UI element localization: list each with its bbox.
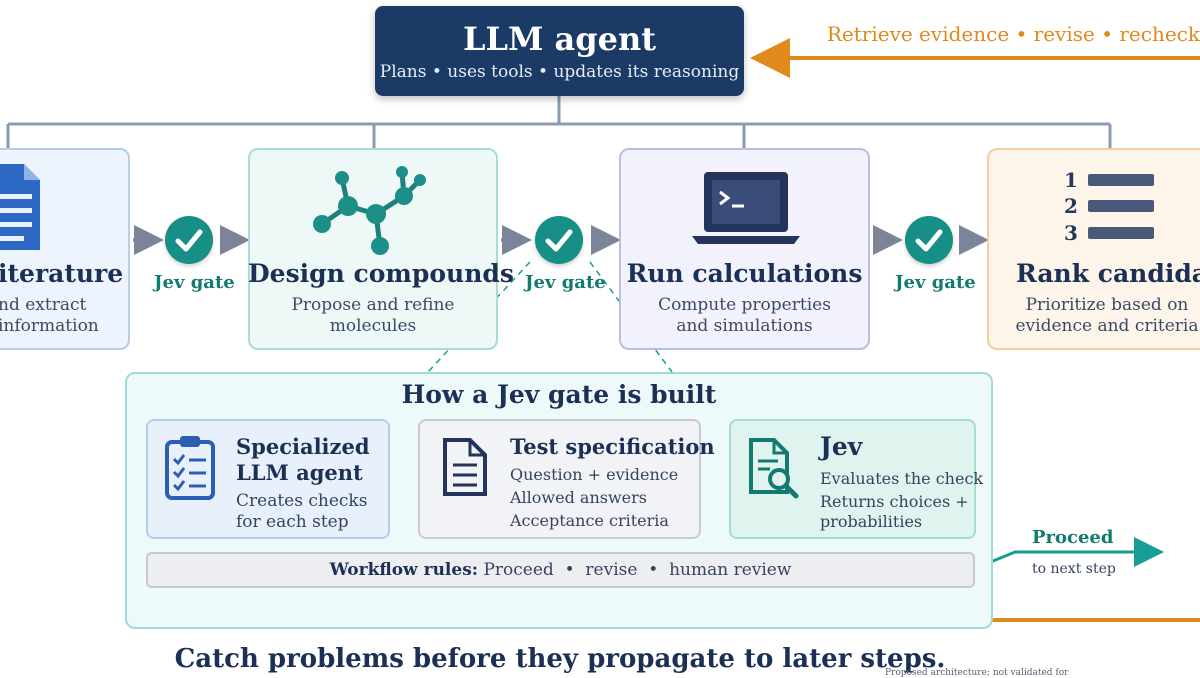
card-jev-line-1: Evaluates the check — [820, 469, 984, 488]
gate-3-label: Jev gate — [895, 272, 976, 293]
card-test-title: Test specification — [510, 434, 715, 459]
card-test-line-2: Allowed answers — [510, 488, 647, 507]
document-magnifier-icon — [748, 437, 800, 499]
gate-detail-title: How a Jev gate is built — [401, 380, 717, 409]
card-spec-title-1: Specialized — [236, 434, 370, 459]
ranked-list-icon: 1 2 3 — [1060, 168, 1160, 246]
molecule-icon — [308, 166, 428, 258]
step-calc-desc-1: Compute properties — [658, 295, 831, 315]
step-design-desc-1: Propose and refine — [291, 295, 455, 315]
rank-number-2: 2 — [1064, 194, 1078, 218]
gate-1-label: Jev gate — [154, 272, 235, 293]
proceed-label: Proceed — [1032, 527, 1114, 548]
workflow-rules-bar: Workflow rules: Proceed • revise • human… — [146, 552, 975, 588]
card-jev-line-3: probabilities — [820, 512, 923, 531]
rank-number-1: 1 — [1064, 168, 1078, 192]
step-design-desc-2: molecules — [329, 316, 417, 336]
step-literature-desc-2: information — [0, 316, 99, 336]
llm-agent-subtitle: Plans • uses tools • updates its reasoni… — [379, 62, 740, 82]
step-calc-desc-2: and simulations — [676, 316, 813, 336]
step-rank-title: Rank candidates — [1016, 259, 1200, 288]
card-test-line-3: Acceptance criteria — [510, 511, 669, 530]
document-icon — [0, 164, 44, 250]
rank-bar-1 — [1088, 174, 1154, 186]
step-literature-desc-1: nd extract — [0, 295, 87, 315]
agent-bus — [6, 96, 1112, 148]
gate-3-check-icon — [905, 216, 953, 264]
card-spec-title-2: LLM agent — [236, 460, 363, 485]
card-spec-line-2: for each step — [236, 512, 349, 532]
card-jev-title: Jev — [820, 432, 863, 461]
step-design-title: Design compounds — [248, 259, 514, 288]
step-literature-title: iterature — [0, 259, 124, 288]
step-rank-desc-2: evidence and criteria — [1015, 316, 1199, 336]
document-lines-icon — [442, 437, 488, 497]
llm-agent-box: LLM agent Plans • uses tools • updates i… — [375, 6, 744, 96]
card-jev-line-2: Returns choices + — [820, 492, 969, 511]
card-test-line-1: Question + evidence — [510, 465, 679, 484]
footnote: Proposed architecture; not validated for — [885, 668, 1069, 678]
workflow-rules-label: Workflow rules: — [329, 560, 479, 580]
laptop-terminal-icon — [690, 170, 802, 246]
clipboard-checklist-icon — [164, 434, 216, 500]
gate-2-check-icon — [535, 216, 583, 264]
workflow-rules-text: Proceed • revise • human review — [483, 560, 792, 580]
gate-2-label: Jev gate — [525, 272, 606, 293]
proceed-sublabel: to next step — [1032, 561, 1116, 577]
rank-number-3: 3 — [1064, 221, 1078, 245]
tagline: Catch problems before they propagate to … — [174, 644, 946, 674]
rank-bar-2 — [1088, 200, 1154, 212]
card-spec-line-1: Creates checks — [236, 491, 368, 511]
step-calc-title: Run calculations — [626, 259, 863, 288]
rank-bar-3 — [1088, 227, 1154, 239]
gate-1-check-icon — [165, 216, 213, 264]
step-rank-desc-1: Prioritize based on — [1025, 295, 1189, 315]
feedback-label: Retrieve evidence • revise • recheck — [826, 22, 1200, 46]
llm-agent-title: LLM agent — [462, 20, 657, 58]
